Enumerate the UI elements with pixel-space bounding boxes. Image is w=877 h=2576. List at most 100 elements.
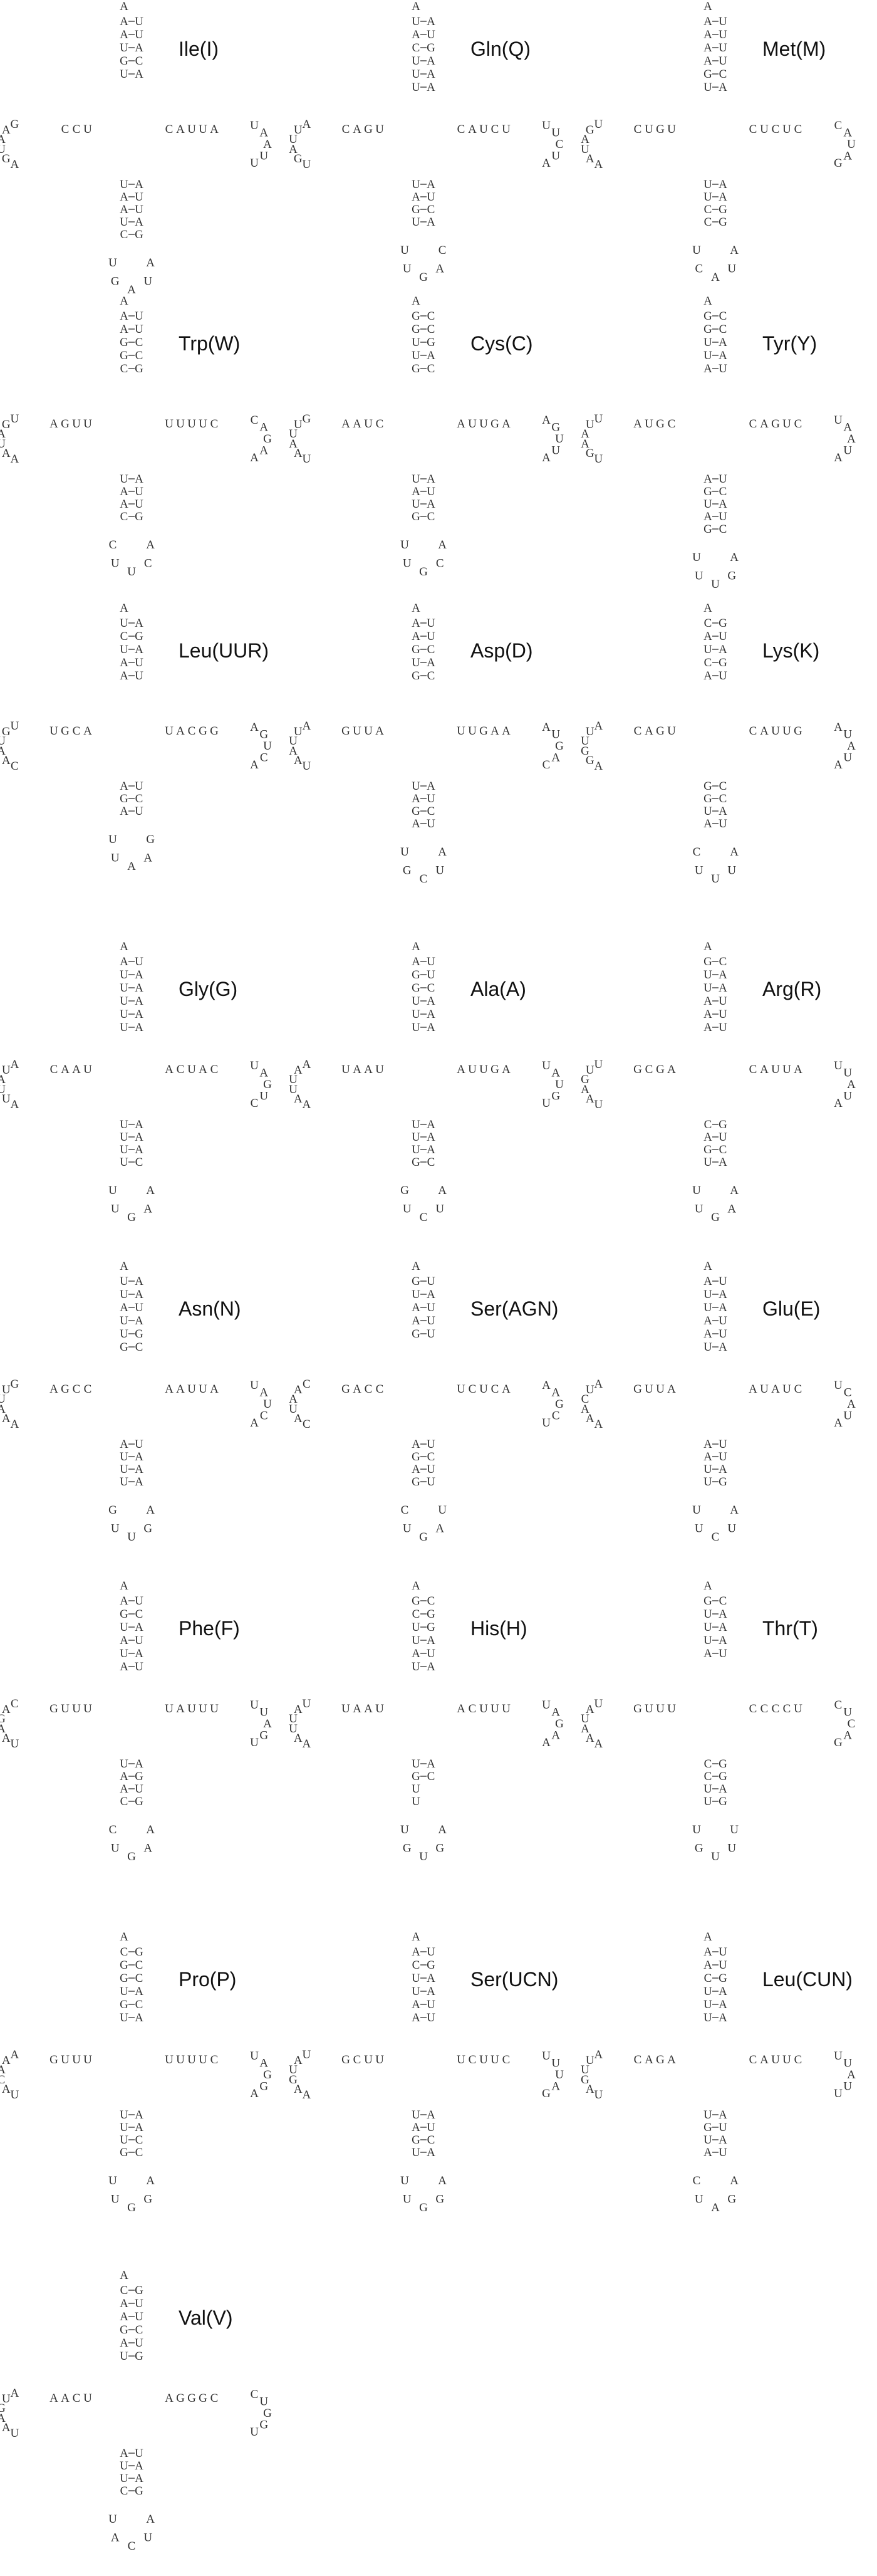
anticodon-loop-base: A [438, 1823, 447, 1836]
d-arm-base: C [353, 2053, 361, 2066]
t-loop-base: C [556, 138, 564, 151]
acceptor-stem-base: A [719, 1998, 727, 2011]
t-loop-base: U [847, 138, 856, 151]
acceptor-stem-base: A [135, 1288, 143, 1301]
anticodon-loop-base: A [711, 271, 720, 284]
d-arm-base: A [61, 1063, 70, 1076]
acceptor-stem-base: G [703, 955, 712, 968]
anticodon-stem-base: A [135, 473, 143, 486]
anticodon-stem-base: G [412, 2134, 420, 2147]
t-arm-base: G [490, 1063, 499, 1076]
d-arm-base: U [375, 2053, 384, 2066]
t-loop-base: U [551, 149, 560, 162]
anticodon-stem-base: C [427, 1156, 435, 1169]
t-arm-base: A [457, 1063, 465, 1076]
trna-label: Leu(UUR) [179, 639, 269, 662]
acceptor-stem-base: U [120, 1288, 128, 1301]
d-loop-base: U [581, 143, 589, 156]
anticodon-loop-base: U [711, 1850, 720, 1863]
anticodon-stem-base: U [719, 1131, 727, 1144]
acceptor-stem-base: G [427, 1621, 435, 1634]
anticodon-loop-base: A [127, 283, 136, 296]
acceptor-stem-base: U [135, 955, 143, 968]
anticodon-loop-base: C [109, 538, 117, 552]
t-arm-base: G [490, 417, 499, 431]
d-arm-base: C [342, 123, 350, 136]
anticodon-loop-base: A [727, 1202, 736, 1215]
d-arm-base: U [83, 417, 92, 431]
trna-label: Asn(N) [179, 1297, 241, 1320]
d-arm-base: U [645, 1702, 653, 1715]
d-arm-base: U [341, 1063, 350, 1076]
acceptor-stem-base: A [703, 362, 712, 375]
t-arm-base: U [165, 417, 174, 431]
d-arm-base: G [656, 725, 665, 738]
t-arm-base: A [502, 1383, 511, 1396]
d-loop-base: U [594, 453, 603, 466]
t-arm-base: U [176, 2053, 185, 2066]
d-loop-base: U [581, 2063, 589, 2076]
d-arm-base: A [645, 2053, 653, 2066]
acceptor-stem-base: C [427, 362, 435, 375]
trna-label: Ser(AGN) [470, 1297, 559, 1320]
anticodon-loop-base: U [727, 864, 736, 877]
anticodon-stem-base: U [120, 2472, 128, 2485]
discriminator-base: A [120, 1579, 128, 1593]
d-loop-base: U [594, 1098, 603, 1111]
t-arm-base: C [749, 2053, 757, 2066]
anticodon-loop-base: U [695, 2192, 703, 2206]
t-arm-base: A [502, 1063, 511, 1076]
anticodon-stem-base: U [427, 1463, 435, 1476]
d-arm-base: C [376, 1383, 384, 1396]
d-loop-base: U [289, 427, 298, 441]
acceptor-stem-base: U [120, 1021, 128, 1034]
anticodon-stem-base: A [719, 1783, 727, 1796]
anticodon-stem-base: A [703, 1438, 712, 1451]
t-loop-base: A [551, 1729, 560, 1742]
anticodon-loop-base: U [108, 2174, 117, 2187]
d-loop-base: U [289, 2063, 298, 2076]
d-loop-base: A [2, 754, 11, 767]
t-loop-base: C [260, 1409, 268, 1422]
t-loop-base: A [847, 432, 856, 446]
acceptor-stem-base: U [412, 1621, 420, 1634]
acceptor-stem-base: A [135, 2011, 143, 2024]
anticodon-loop-base: A [146, 2513, 155, 2526]
discriminator-base: A [412, 295, 420, 308]
d-arm-base: C [668, 417, 676, 431]
t-loop-base: G [259, 2080, 268, 2093]
anticodon-loop-base: U [400, 538, 409, 552]
discriminator-base: A [412, 940, 420, 953]
t-loop-base: U [843, 2057, 852, 2070]
t-loop-base: G [555, 1717, 564, 1730]
acceptor-stem-base: U [427, 955, 435, 968]
anticodon-stem-base: C [135, 1156, 143, 1169]
t-loop-base: A [847, 1398, 856, 1411]
acceptor-stem-base: A [703, 1945, 712, 1959]
d-loop-base: A [289, 437, 298, 451]
acceptor-stem-base: U [120, 1275, 128, 1288]
acceptor-stem-base: A [427, 1985, 435, 1998]
d-loop-base: G [0, 1712, 6, 1725]
t-arm-base: U [490, 1702, 499, 1715]
acceptor-stem-base: A [719, 1608, 727, 1621]
d-arm-base: G [341, 2053, 350, 2066]
d-loop-base: U [2, 1383, 11, 1396]
t-loop-base: G [555, 1398, 564, 1411]
d-loop-base: A [581, 1403, 589, 1416]
t-arm-base: U [176, 417, 185, 431]
acceptor-stem-base: A [135, 41, 143, 55]
acceptor-stem-base: C [427, 323, 435, 336]
t-arm-base: A [165, 1063, 174, 1076]
d-arm-base: A [667, 2053, 676, 2066]
acceptor-stem-base: G [412, 323, 420, 336]
t-loop-base: A [259, 421, 268, 434]
d-loop-base: U [294, 123, 303, 137]
t-arm-base: C [749, 417, 757, 431]
acceptor-stem-base: C [135, 1972, 143, 1985]
